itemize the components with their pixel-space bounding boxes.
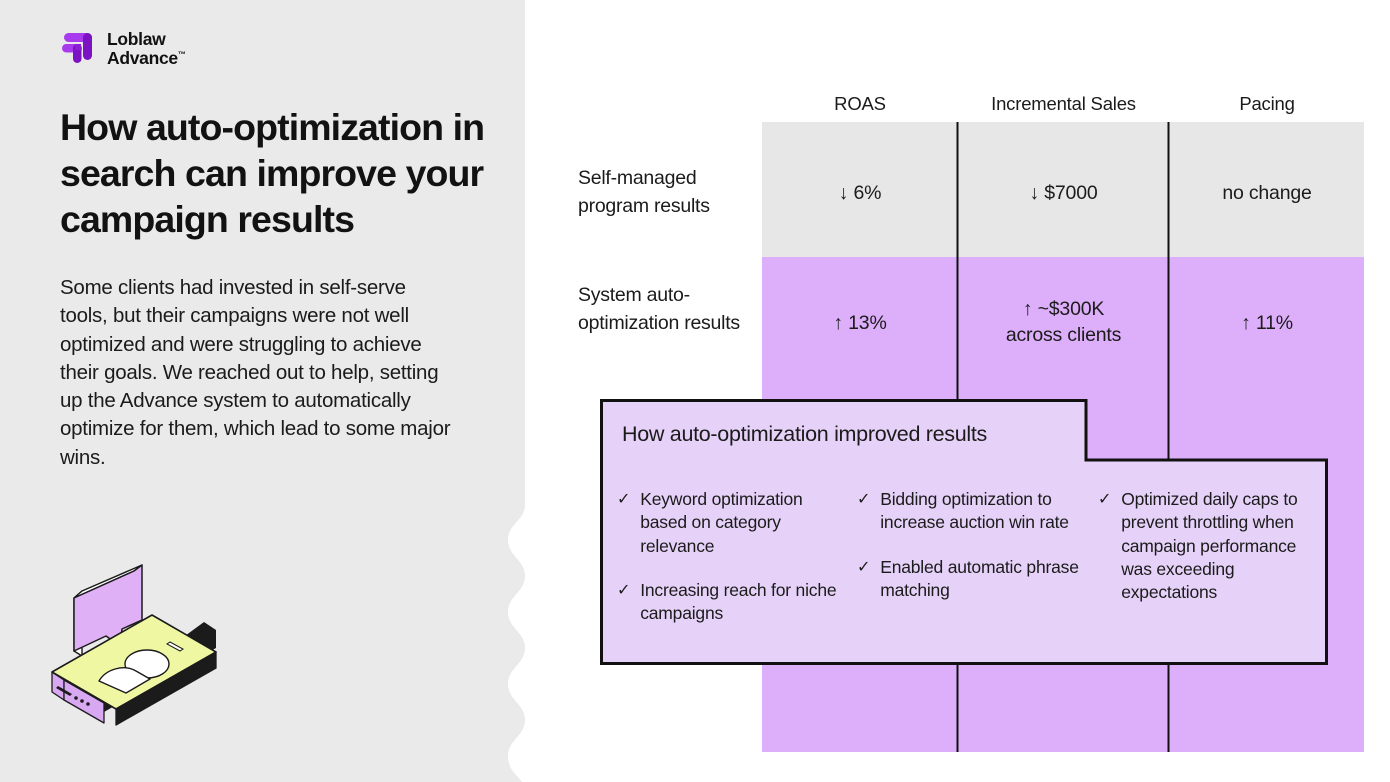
list-item: ✓ Enabled automatic phrase matching — [857, 556, 1083, 603]
brand-name-line2: Advance™ — [107, 47, 186, 68]
cell-incremental-system-line2: across clients — [1005, 324, 1122, 347]
check-icon: ✓ — [1098, 491, 1112, 508]
cell-incremental-system: ↑ ~$300K across clients — [958, 296, 1169, 349]
list-item: ✓ Keyword optimization based on category… — [617, 488, 843, 558]
cell-roas-self-managed: ↓ 6% — [838, 182, 882, 204]
list-item: ✓ Bidding optimization to increase aucti… — [857, 488, 1083, 535]
column-header-pacing: Pacing — [1239, 93, 1295, 114]
isometric-phone-with-speech-bubble-illustration — [51, 564, 217, 726]
cell-pacing-self-managed: no change — [1222, 182, 1312, 204]
callout-bullet-column-3: ✓ Optimized daily caps to prevent thrott… — [1098, 488, 1316, 625]
column-header-incremental-sales: Incremental Sales — [991, 93, 1136, 114]
cell-incremental-system-line1: ↑ ~$300K — [1022, 298, 1105, 320]
list-item-label: Bidding optimization to increase auction… — [880, 489, 1069, 533]
list-item-label: Keyword optimization based on category r… — [640, 489, 803, 556]
phone-icon — [51, 614, 217, 726]
cell-incremental-self-managed: ↓ $7000 — [1029, 182, 1098, 204]
check-icon: ✓ — [857, 558, 871, 576]
table-row-1-background — [762, 122, 1364, 257]
cell-roas-system: ↑ 13% — [833, 312, 887, 334]
brand-logo: Loblaw Advance™ — [60, 30, 186, 67]
page-title: How auto-optimization in search can impr… — [60, 106, 485, 241]
body-paragraph: Some clients had invested in self-serve … — [60, 276, 451, 469]
brand-name-line1: Loblaw — [107, 29, 166, 50]
list-item: ✓ Optimized daily caps to prevent thrott… — [1098, 488, 1316, 604]
check-icon: ✓ — [857, 491, 871, 508]
callout-bullet-column-1: ✓ Keyword optimization based on category… — [617, 488, 843, 646]
list-item-label: Optimized daily caps to prevent throttli… — [1121, 489, 1298, 603]
cell-pacing-system: ↑ 11% — [1241, 312, 1293, 334]
list-item: ✓ Increasing reach for niche campaigns — [617, 579, 843, 626]
check-icon: ✓ — [617, 491, 631, 508]
list-item-label: Enabled automatic phrase matching — [880, 556, 1079, 600]
loblaw-advance-logo-mark — [62, 33, 92, 63]
list-item-label: Increasing reach for niche campaigns — [640, 579, 837, 624]
callout-title: How auto-optimization improved results — [622, 422, 988, 446]
callout-bullet-column-2: ✓ Bidding optimization to increase aucti… — [857, 488, 1083, 623]
speech-bubble-icon — [73, 564, 143, 657]
callout-box-background — [600, 399, 1328, 665]
row-label-system-auto-optimization: System auto-optimization results — [578, 284, 740, 334]
trademark-symbol: ™ — [177, 49, 186, 59]
column-header-roas: ROAS — [834, 93, 886, 114]
check-icon: ✓ — [617, 581, 631, 599]
brand-wordmark: Loblaw Advance™ — [107, 30, 186, 66]
row-label-self-managed: Self-managed program results — [578, 167, 710, 217]
